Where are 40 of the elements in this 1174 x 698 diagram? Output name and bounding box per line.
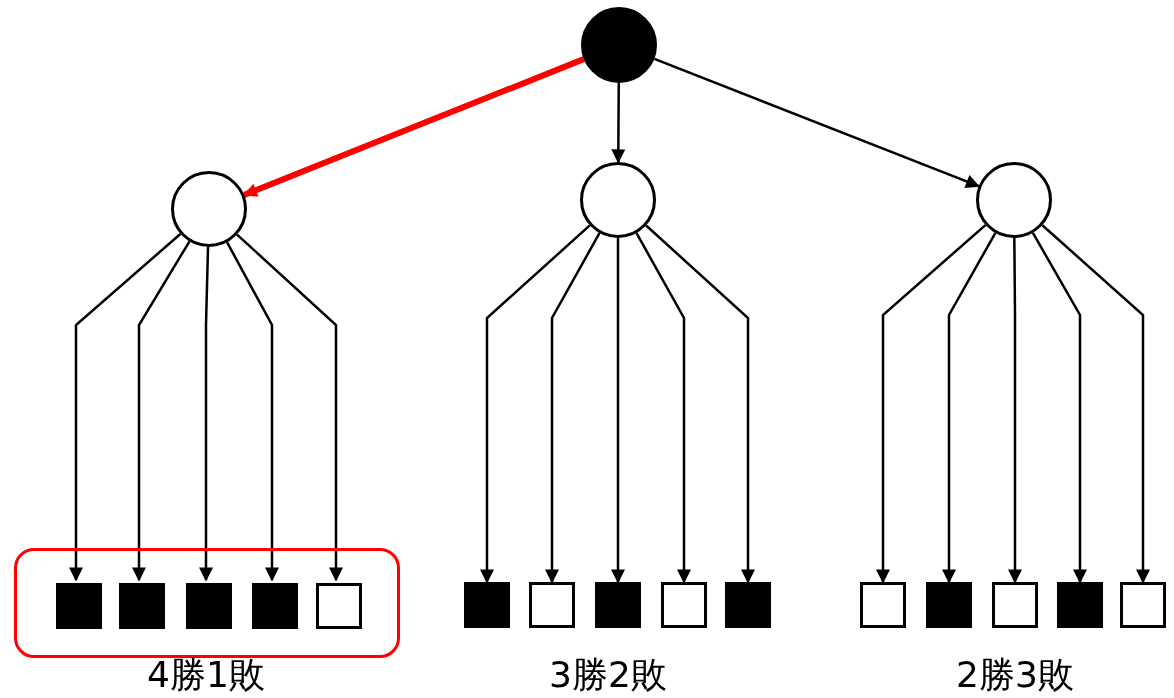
outcome-square [252, 583, 298, 629]
outcome-square [464, 582, 510, 628]
arrow [1008, 238, 1022, 584]
outcome-square [186, 583, 232, 629]
outcome-square [661, 582, 707, 628]
outcome-square [992, 582, 1038, 628]
outcome-square [926, 582, 972, 628]
arrow [942, 232, 997, 584]
arrow [132, 240, 191, 582]
outcome-square [529, 582, 575, 628]
outcome-square [316, 583, 362, 629]
arrow [653, 57, 980, 189]
arrow [545, 232, 601, 584]
highlight-frame [14, 548, 400, 658]
score-label: 2勝3敗 [956, 655, 1074, 695]
outcome-square [860, 582, 906, 628]
tree-node-circle [976, 162, 1052, 238]
tree-node-circle [171, 171, 247, 247]
outcome-square [1057, 582, 1103, 628]
outcome-square [595, 582, 641, 628]
outcome-square [1120, 582, 1166, 628]
arrow [199, 246, 213, 582]
outcome-square [119, 583, 165, 629]
tree-node-circle [580, 162, 656, 238]
arrow [1031, 232, 1087, 584]
score-label: 3勝2敗 [549, 655, 667, 695]
outcome-square [725, 582, 771, 628]
arrow [876, 224, 987, 584]
arrow [611, 83, 626, 164]
arrow [480, 224, 591, 584]
outcome-square [56, 583, 102, 629]
arrow [645, 224, 755, 584]
arrow [69, 233, 182, 582]
arrow [635, 232, 691, 584]
arrow [1041, 224, 1150, 584]
score-label: 4勝1敗 [147, 655, 265, 695]
arrow [611, 238, 625, 584]
arrow [226, 241, 279, 582]
arrow [243, 56, 585, 198]
arrow [236, 233, 343, 582]
